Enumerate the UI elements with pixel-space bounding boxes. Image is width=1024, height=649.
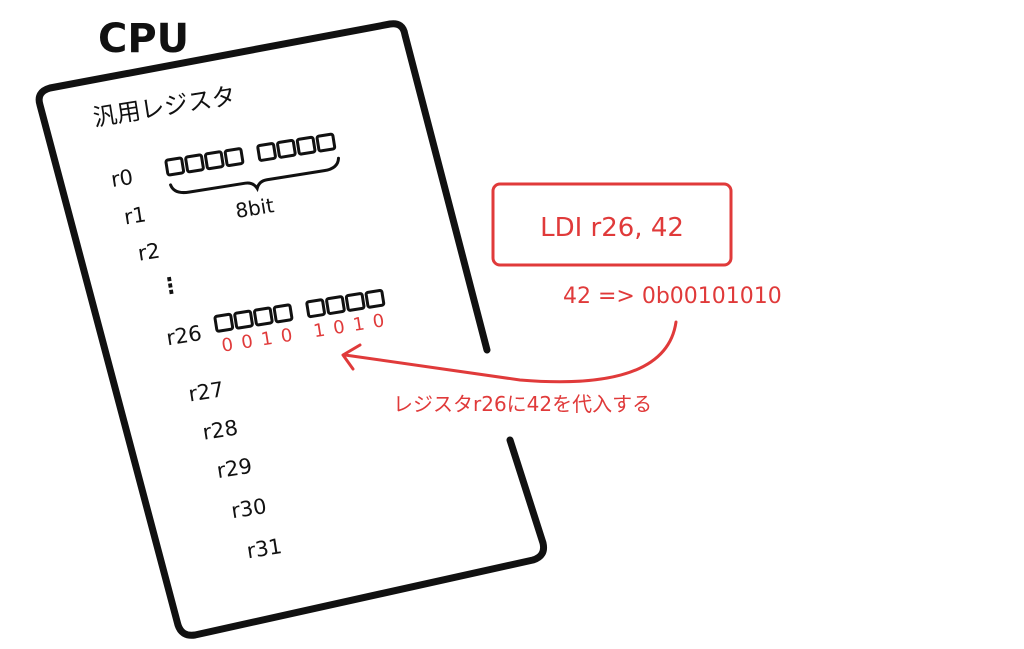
register-r1-label: r1 (122, 202, 147, 229)
r26-bit-value: 0 (332, 317, 347, 340)
r0-bit-boxes (164, 132, 337, 177)
arrow-curve (343, 320, 678, 384)
r26-bit-box (272, 303, 294, 324)
conversion-text: 42 => 0b00101010 (563, 284, 782, 309)
cpu-sheet: 汎用レジスタ r0 r1 r2 ⋮ r26 r27 r28 r29 r30 r3… (35, 20, 547, 639)
register-r2-label: r2 (136, 239, 161, 266)
register-r30-label: r30 (230, 494, 269, 523)
r0-bit-box (164, 156, 186, 177)
r26-bit-value: 1 (260, 328, 275, 351)
register-ellipsis: ⋮ (158, 273, 184, 301)
r0-bit-box (256, 142, 277, 162)
r0-bit-box (315, 132, 337, 153)
register-r26-label: r26 (165, 321, 204, 350)
cpu-title: CPU (98, 16, 189, 62)
r0-bit-box (184, 153, 205, 174)
r0-bit-box (223, 147, 245, 167)
arrow-head-icon (341, 343, 362, 371)
register-r0-label: r0 (109, 165, 134, 192)
instruction-callout: LDI r26, 42 (491, 182, 733, 267)
bit-width-label: 8bit (234, 193, 276, 223)
r26-bit-box (364, 288, 386, 309)
r26-bit-box (253, 306, 274, 327)
r26-bit-value: 0 (371, 310, 386, 333)
register-r28-label: r28 (201, 416, 240, 445)
r26-bit-box (305, 298, 326, 319)
cpu-sheet-outline (35, 20, 547, 639)
r26-bit-value: 0 (279, 325, 294, 348)
r26-bit-value: 1 (312, 320, 327, 343)
assignment-arrow (341, 320, 678, 384)
r0-bit-box (295, 135, 317, 156)
annotation-text: レジスタr26に42を代入する (393, 392, 652, 416)
instruction-text: LDI r26, 42 (540, 213, 684, 243)
r0-bit-box (276, 138, 297, 159)
instruction-box (491, 182, 733, 267)
bit-width-brace (169, 156, 340, 195)
register-r27-label: r27 (187, 377, 226, 406)
r0-bit-box (203, 150, 225, 171)
register-panel: 汎用レジスタ r0 r1 r2 ⋮ r26 r27 r28 r29 r30 r3… (91, 82, 386, 564)
r26-bit-value: 1 (351, 313, 366, 336)
r26-bit-box (213, 312, 235, 333)
r26-bit-value: 0 (220, 334, 235, 357)
register-section-label: 汎用レジスタ (91, 82, 238, 132)
register-r29-label: r29 (215, 454, 254, 483)
register-r31-label: r31 (245, 534, 284, 563)
r26-bit-box (344, 292, 366, 312)
r26-bit-box (325, 295, 346, 315)
r26-bit-boxes (213, 288, 386, 333)
r26-bit-value: 0 (240, 331, 255, 354)
r26-bit-box (233, 309, 254, 330)
